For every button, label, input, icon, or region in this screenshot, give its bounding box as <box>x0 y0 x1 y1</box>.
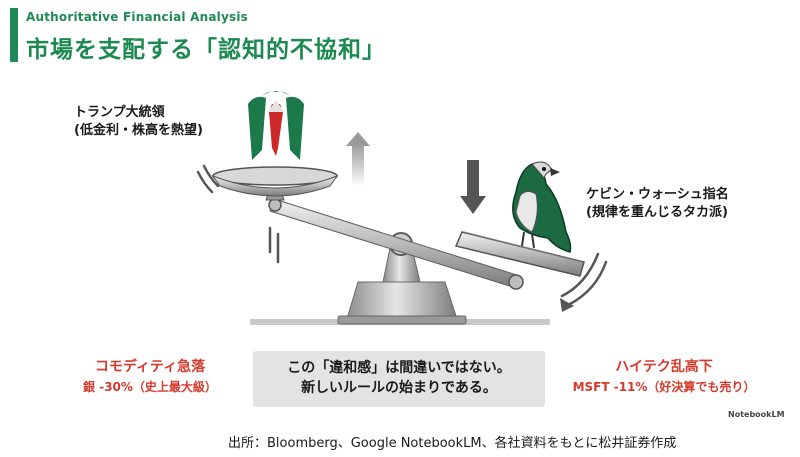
right-caption-head: ハイテク乱高下 <box>615 359 713 375</box>
right-caption: ハイテク乱高下 MSFT -11%（好決算でも売り） <box>554 356 774 395</box>
right-pan <box>454 231 585 277</box>
right-caption-sub: MSFT -11%（好決算でも売り） <box>572 380 756 394</box>
message-box: この「違和感」は間違いではない。 新しいルールの始まりである。 <box>253 351 545 407</box>
page-title: 市場を支配する「認知的不協和」 <box>26 37 386 63</box>
right-figure-label: ケビン・ウォーシュ指名 (規律を重んじるタカ派) <box>586 186 729 222</box>
header-accent-bar <box>10 8 18 62</box>
curved-arrow-icon <box>560 298 574 312</box>
header-subtitle: Authoritative Financial Analysis <box>26 10 248 24</box>
motion-lines <box>196 164 608 306</box>
up-arrow-icon <box>346 132 370 186</box>
left-caption-sub: 銀 -30%（史上最大級） <box>83 380 217 394</box>
left-caption: コモディティ急落 銀 -30%（史上最大級） <box>60 356 240 395</box>
left-figure-name: トランプ大統領 <box>74 105 165 120</box>
right-figure-name: ケビン・ウォーシュ指名 <box>586 187 729 202</box>
left-pan <box>211 166 339 197</box>
suit-tie-figure <box>246 91 306 160</box>
left-figure-desc: (低金利・株高を熱望) <box>74 123 203 138</box>
hawk-figure <box>512 161 572 253</box>
left-caption-head: コモディティ急落 <box>94 359 206 375</box>
right-figure-desc: (規律を重んじるタカ派) <box>586 205 728 220</box>
notebooklm-watermark: NotebookLM <box>728 410 785 419</box>
left-figure-label: トランプ大統領 (低金利・株高を熱望) <box>74 104 203 140</box>
down-arrow-icon <box>460 160 486 214</box>
source-note: 出所：Bloomberg、Google NotebookLM、各社資料をもとに松… <box>228 436 677 451</box>
message-line-2: 新しいルールの始まりである。 <box>301 380 497 396</box>
message-line-1: この「違和感」は間違いではない。 <box>287 360 511 376</box>
